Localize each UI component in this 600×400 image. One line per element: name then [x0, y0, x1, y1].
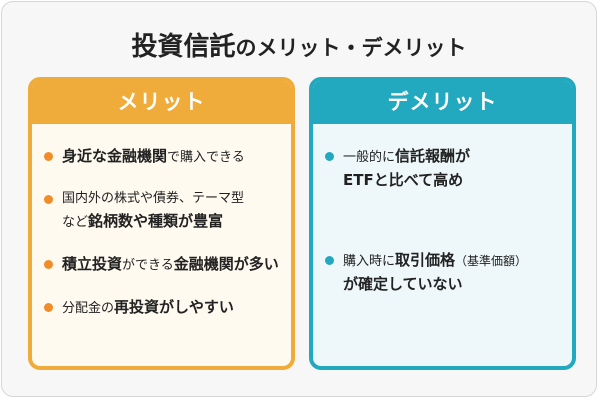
- merit-item-4-text: 分配金の: [62, 301, 115, 316]
- merit-item-3-bold2: 金融機関が多い: [173, 255, 279, 273]
- merit-item-4-bold: 再投資がしやすい: [114, 298, 234, 316]
- demerit-card: デメリット 一般的に信託報酬が ETFと比べて高め 購入時に取引価格（基準価額）…: [309, 77, 576, 370]
- demerit-list: 一般的に信託報酬が ETFと比べて高め 購入時に取引価格（基準価額） が確定して…: [325, 145, 562, 297]
- demerit-item-1-bold2: ETFと比べて高め: [343, 171, 464, 189]
- title-sub: のメリット・デメリット: [235, 36, 467, 60]
- merit-item-3-text: ができる: [122, 258, 174, 273]
- merit-item: 身近な金融機関で購入できる: [44, 145, 281, 169]
- demerit-item-1-text: 一般的に: [343, 150, 396, 165]
- merit-item: 分配金の再投資がしやすい: [44, 296, 281, 320]
- merit-item-1-bold: 身近な金融機関: [62, 147, 168, 165]
- page-title: 投資信託のメリット・デメリット: [2, 26, 596, 63]
- bullet-icon: [44, 260, 53, 269]
- demerit-item: 一般的に信託報酬が ETFと比べて高め: [325, 145, 562, 193]
- merit-card: メリット 身近な金融機関で購入できる 国内外の株式や債券、テーマ型 など銘柄数や…: [28, 77, 295, 370]
- demerit-item-2-bold2: が確定していない: [343, 275, 463, 293]
- merit-item-3-bold: 積立投資: [62, 255, 123, 273]
- demerit-header: デメリット: [313, 81, 572, 124]
- merit-item: 国内外の株式や債券、テーマ型 など銘柄数や種類が豊富: [44, 188, 281, 234]
- merit-header: メリット: [32, 81, 291, 124]
- merit-item-2-bold: 銘柄数や種類が豊富: [88, 212, 224, 230]
- merit-item: 積立投資ができる金融機関が多い: [44, 253, 281, 277]
- title-main: 投資信託: [131, 32, 236, 62]
- merit-list: 身近な金融機関で購入できる 国内外の株式や債券、テーマ型 など銘柄数や種類が豊富…: [44, 145, 281, 339]
- bullet-icon: [44, 195, 53, 204]
- bullet-icon: [44, 303, 53, 312]
- bullet-icon: [325, 152, 334, 161]
- merit-item-2-text: 国内外の株式や債券、テーマ型: [62, 191, 245, 206]
- demerit-item-2-text: 購入時に: [343, 254, 396, 269]
- merit-item-1-text: で購入できる: [167, 150, 245, 165]
- demerit-item-1-bold: 信託報酬が: [395, 147, 471, 165]
- demerit-item-2-paren: （基準価額）: [455, 254, 528, 268]
- demerit-item: 購入時に取引価格（基準価額） が確定していない: [325, 249, 562, 297]
- bullet-icon: [325, 256, 334, 265]
- merit-item-2-text2: など: [62, 215, 89, 230]
- demerit-item-2-bold: 取引価格: [395, 251, 456, 269]
- bullet-icon: [44, 152, 53, 161]
